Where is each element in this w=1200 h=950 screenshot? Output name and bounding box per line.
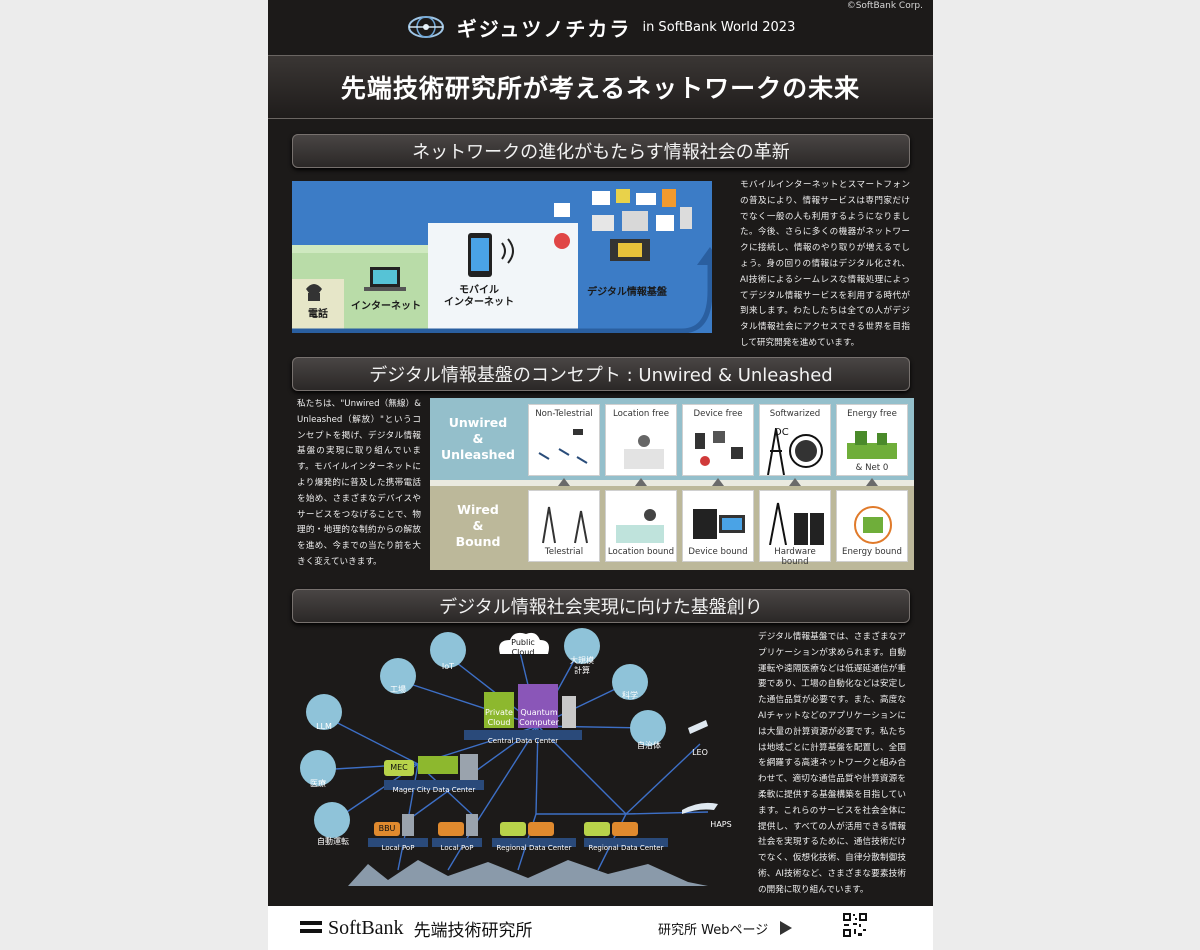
page-title: 先端技術研究所が考えるネットワークの未来 <box>340 74 861 103</box>
footer-web-link[interactable]: 研究所 Webページ <box>658 906 794 950</box>
unwired-label: Unwired & Unleashed <box>440 415 515 462</box>
wired-label: Wired & Bound <box>455 502 501 549</box>
section3-text: デジタル情報基盤では、さまざまなアプリケーションが求められます。自動運転や遠隔医… <box>758 632 906 895</box>
poster: ©SoftBank Corp. ギジュツノチカラ in SoftBank Wor… <box>268 0 933 950</box>
node-leo: LEO <box>692 748 708 757</box>
net-zero-label: & Net 0 <box>855 463 889 473</box>
section2-title: デジタル情報基盤のコンセプト : Unwired & Unleashed <box>292 357 910 391</box>
label-mobile-internet: モバイル インターネット <box>444 285 514 308</box>
play-arrow-icon <box>780 921 793 935</box>
cell-hardware-bound: Hardware bound <box>759 490 831 567</box>
network-diagram: Public Cloud IoT 大規模 計算 工場 科学 LLM 自治体 医療… <box>288 624 748 899</box>
evolution-layers <box>292 189 712 333</box>
local-pop-1: Local PoP <box>381 844 415 852</box>
label-internet: インターネット <box>351 301 421 312</box>
headline-band: 先端技術研究所が考えるネットワークの未来 <box>268 55 933 119</box>
section1-title: ネットワークの進化がもたらす情報社会の革新 <box>292 134 910 168</box>
label-digital-infra: デジタル情報基盤 <box>587 287 667 298</box>
central-data-center: Central Data Center <box>487 737 559 745</box>
section1-text: モバイルインターネットとスマートフォンの普及により、情報サービスは専門家だけでな… <box>740 180 910 348</box>
brand-subtitle: in SoftBank World 2023 <box>642 19 796 35</box>
cell-softwarized: Softwarized DC <box>759 404 831 476</box>
cell-energy-bound: Energy bound <box>836 490 908 562</box>
major-city-data-center: Mager City Data Center <box>392 786 476 794</box>
cell-location-bound: Location bound <box>605 490 677 562</box>
section3-title: デジタル情報社会実現に向けた基盤創り <box>292 589 910 623</box>
bbu-badge: BBU <box>378 824 396 833</box>
node-iot: IoT <box>441 662 455 671</box>
globe-logo-icon <box>407 16 444 38</box>
node-autonomous-car: 自動運転 <box>317 837 349 846</box>
softbank-logo-icon <box>300 921 322 933</box>
node-factory: 工場 <box>390 685 406 694</box>
cell-telestrial: Telestrial <box>528 490 600 562</box>
copyright: ©SoftBank Corp. <box>846 1 923 11</box>
brand-title: ギジュツノチカラ <box>456 16 632 41</box>
brand-header: ギジュツノチカラ in SoftBank World 2023 <box>268 12 933 42</box>
section2-text: 私たちは、"Unwired（無線）& Unleashed（解放）"というコンセプ… <box>297 399 421 567</box>
digital-infra-icons <box>554 189 692 261</box>
mec-badge: MEC <box>390 763 408 772</box>
footer-softbank: SoftBank <box>328 916 404 939</box>
network-evolution-graphic: 電話 インターネット モバイル インターネット デジタル情報基盤 <box>292 181 712 333</box>
cell-location-free: Location free <box>605 404 677 476</box>
cell-non-telestrial: Non-Telestrial <box>528 404 600 476</box>
qr-code-icon[interactable] <box>842 912 868 938</box>
footer-lab: 先端技術研究所 <box>413 920 533 941</box>
node-private-cloud: Private Cloud <box>485 708 513 727</box>
footer: SoftBank 先端技術研究所 研究所 Webページ <box>268 906 933 950</box>
label-phone: 電話 <box>308 309 328 320</box>
concept-grid: Unwired & Unleashed Wired & Bound Non-Te… <box>430 398 914 570</box>
node-llm: LLM <box>316 722 332 731</box>
node-science: 科学 <box>622 691 638 700</box>
network-links <box>300 628 718 886</box>
dc-label: DC <box>774 427 789 438</box>
regional-data-center-2: Regional Data Center <box>588 844 664 852</box>
regional-data-center-1: Regional Data Center <box>496 844 572 852</box>
node-medical: 医療 <box>310 779 326 788</box>
node-hpc: 大規模 計算 <box>570 656 594 675</box>
node-public-cloud: Public Cloud <box>511 638 535 657</box>
local-pop-2: Local PoP <box>440 844 474 852</box>
cell-device-free: Device free <box>682 404 754 476</box>
footer-web-label[interactable]: 研究所 Webページ <box>658 922 769 938</box>
cell-device-bound: Device bound <box>682 490 754 562</box>
node-government: 自治体 <box>637 741 661 750</box>
node-quantum-computer: Quantum Computer <box>519 708 559 727</box>
node-haps: HAPS <box>710 820 732 829</box>
cell-energy-free: Energy free & Net 0 <box>836 404 908 476</box>
